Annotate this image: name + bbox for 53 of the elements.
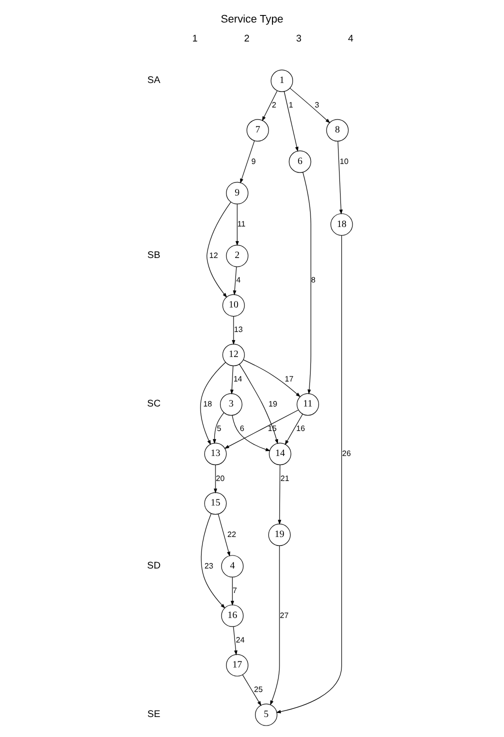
label: 4 [348, 33, 354, 44]
arrow [218, 514, 230, 557]
arrow [236, 204, 239, 246]
arrow [270, 545, 280, 706]
arrow [240, 140, 255, 184]
arrow [212, 412, 224, 444]
arrow [284, 91, 298, 152]
arrow [230, 577, 234, 606]
arrow [278, 464, 282, 525]
arrow [230, 366, 234, 394]
node-circle: 4 [221, 555, 244, 578]
arrow [242, 674, 262, 706]
node-circle: 1 [270, 70, 294, 92]
arrow [302, 172, 312, 394]
node-circle: 13 [204, 442, 227, 466]
arrow [200, 513, 226, 609]
arrow [243, 360, 301, 398]
diagram-title: Service Type [220, 13, 284, 26]
arrow [284, 414, 303, 446]
label: SE [147, 709, 160, 720]
label: SA [147, 75, 160, 86]
arrow [232, 415, 270, 452]
node-circle: 19 [268, 524, 291, 546]
node-circle: 15 [204, 492, 227, 515]
node-circle: 14 [268, 442, 292, 466]
node-circle: 7 [246, 119, 269, 142]
arrow [214, 464, 218, 494]
arrow [338, 140, 343, 214]
arrow [200, 362, 226, 446]
node-circle: 12 [222, 344, 245, 366]
arrow [239, 364, 278, 444]
node-circle: 6 [288, 150, 312, 173]
node-circle: 17 [226, 654, 248, 676]
node-circle: 3 [220, 393, 242, 416]
node-circle: 2 [226, 244, 248, 268]
arrow [233, 626, 238, 656]
arrow [206, 202, 232, 298]
label: 2 [244, 33, 250, 44]
label: SD [147, 560, 161, 572]
node-circle: 10 [222, 294, 245, 317]
label: SC [147, 398, 161, 410]
arrow [232, 316, 236, 345]
arrow [290, 88, 330, 124]
label: SB [147, 250, 160, 262]
label: 3 [296, 33, 302, 44]
arrow [276, 235, 342, 714]
node-circle: 18 [330, 213, 353, 236]
arrow [262, 90, 278, 122]
arrow [224, 410, 299, 449]
label: 1 [192, 33, 198, 44]
node-circle: 9 [226, 182, 248, 204]
node-circle: 5 [255, 704, 278, 726]
arrow [232, 266, 237, 296]
